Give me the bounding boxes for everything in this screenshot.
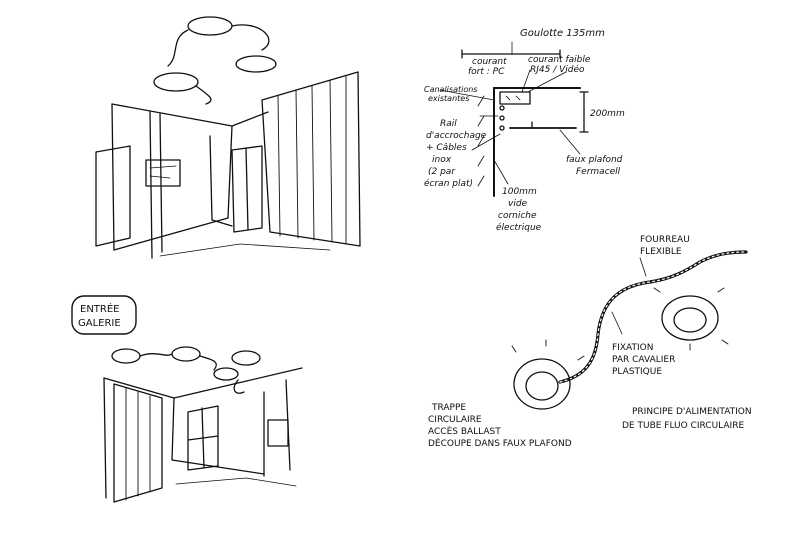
- dimension-200mm: 200mm: [590, 109, 625, 119]
- vide-line-4: électrique: [496, 222, 542, 233]
- ceiling-light-ring: [171, 346, 201, 362]
- courant-fort-line-1: courant: [472, 57, 507, 67]
- courant-faible-line-2: RJ45 / Vidéo: [530, 64, 585, 75]
- trap-ring: [661, 295, 719, 341]
- vide-line-1: 100mm: [502, 187, 537, 197]
- canalisations-line-2: existantes: [428, 94, 469, 103]
- trappe-line-1: TRAPPE: [431, 403, 466, 413]
- ceiling-light-ring: [231, 350, 261, 366]
- fixation-line-2: PAR CAVALIER: [612, 355, 675, 365]
- rail-line-6: écran plat): [424, 178, 473, 189]
- circular-tube-detail: FOURREAU FLEXIBLE FIXATION PAR CAVALIER …: [428, 235, 752, 449]
- rail-line-4: inox: [432, 155, 452, 165]
- wall-screen: [267, 419, 289, 447]
- entree-line-2: GALERIE: [78, 318, 121, 329]
- vide-line-3: corniche: [498, 211, 537, 221]
- rail-line-5: (2 par: [428, 167, 456, 177]
- ceiling-light-ring: [235, 55, 277, 73]
- courant-faible-line-1: courant faible: [528, 55, 591, 65]
- ceiling-light-ring: [153, 72, 199, 92]
- ceiling-light-ring: [187, 16, 233, 36]
- trap-ring: [513, 358, 571, 410]
- trappe-line-2: CIRCULAIRE: [428, 415, 482, 425]
- courant-fort-line-2: fort : PC: [468, 67, 505, 77]
- rail-line-3: + Câbles: [426, 143, 467, 153]
- perspective-sketch-top: [95, 16, 361, 259]
- canalisations-line-1: Canalisations: [424, 85, 477, 94]
- rail-line-1: Rail: [440, 119, 457, 129]
- vide-line-2: vide: [508, 199, 528, 209]
- principe-line-2: DE TUBE FLUO CIRCULAIRE: [622, 421, 744, 431]
- ceiling-light-ring: [213, 367, 239, 381]
- perspective-sketch-bottom: [103, 346, 303, 503]
- rail-line-2: d'accrochage: [426, 131, 487, 141]
- entree-galerie-label: ENTRÉE GALERIE: [71, 295, 137, 335]
- trappe-line-3: ACCÈS BALLAST: [428, 425, 501, 437]
- principe-line-1: PRINCIPE D'ALIMENTATION: [632, 407, 752, 417]
- fixation-line-1: FIXATION: [612, 343, 653, 353]
- ceiling-light-ring: [111, 348, 141, 364]
- fourreau-line-2: FLEXIBLE: [640, 247, 682, 257]
- goulotte-box: [499, 91, 531, 105]
- fourreau-line-1: FOURREAU: [640, 235, 690, 245]
- section-detail: Goulotte 135mm courant fort : PC courant…: [424, 28, 625, 233]
- wall-screen: [145, 159, 181, 187]
- faux-plafond-line-1: faux plafond: [566, 155, 623, 165]
- goulotte-label: Goulotte 135mm: [520, 28, 605, 39]
- trappe-line-4: DÉCOUPE DANS FAUX PLAFOND: [428, 437, 572, 449]
- entree-line-1: ENTRÉE: [80, 302, 120, 315]
- fixation-line-3: PLASTIQUE: [612, 367, 662, 377]
- faux-plafond-line-2: Fermacell: [576, 167, 621, 177]
